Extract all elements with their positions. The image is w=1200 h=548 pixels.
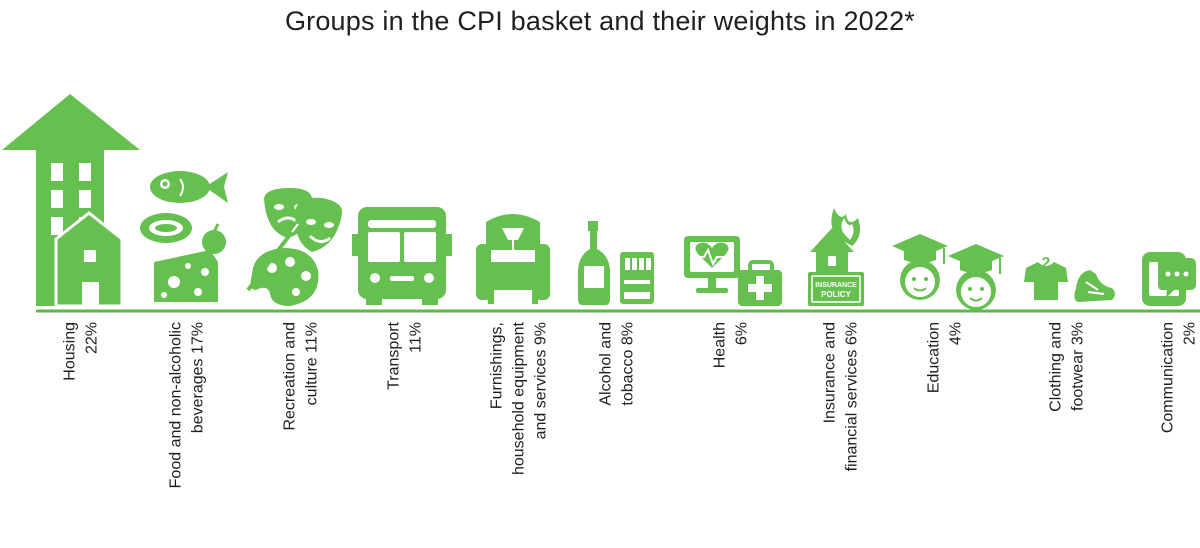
category-label-line: Health <box>712 322 729 368</box>
theatre-masks-palette-icon <box>246 188 343 306</box>
category-label-line: Furnishings, <box>489 322 506 409</box>
mobile-chat-icon <box>1142 252 1196 306</box>
house-tower-icon <box>2 94 140 308</box>
bus-icon <box>352 207 452 305</box>
chart-title: Groups in the CPI basket and their weigh… <box>284 6 916 36</box>
category-label-line: and services 9% <box>533 322 550 439</box>
category-label-line: Communication <box>1160 322 1177 433</box>
category-label-line: Housing <box>62 322 79 381</box>
svg-text:2: 2 <box>1042 255 1051 272</box>
category-label-line: footwear 3% <box>1070 322 1087 411</box>
svg-text:INSURANCE: INSURANCE <box>815 282 857 289</box>
category-label-line: 2% <box>1182 322 1199 345</box>
category-label-line: culture 11% <box>304 322 321 405</box>
category-label-1: Housing 22% <box>62 322 101 381</box>
category-label-line: 6% <box>734 322 751 345</box>
category-label-line: Alcohol and <box>598 322 615 406</box>
category-label-line: Food and non-alcoholic <box>168 322 185 488</box>
graduates-icon <box>892 234 1004 310</box>
armchair-lamp-icon <box>476 214 550 304</box>
category-label-line: Clothing and <box>1048 322 1065 412</box>
category-label-line: 4% <box>948 322 965 345</box>
category-label-5: Furnishings, household equipment and servi… <box>489 321 550 475</box>
category-label-line: household equipment <box>511 321 528 475</box>
category-label-line: Education <box>926 322 943 393</box>
category-label-6: Alcohol and tobacco 8% <box>598 322 637 406</box>
category-label-line: financial services 6% <box>844 322 861 471</box>
category-label-line: Recreation and <box>282 322 299 431</box>
food-fish-meat-cheese-icon <box>140 171 228 302</box>
svg-text:POLICY: POLICY <box>821 290 851 299</box>
category-label-3: Recreation and culture 11% <box>282 322 321 431</box>
category-label-11: Communication 2% <box>1160 322 1199 433</box>
category-label-2: Food and non-alcoholic beverages 17% <box>168 322 207 488</box>
category-label-9: Education 4% <box>926 322 965 393</box>
bottle-cigarettes-icon <box>578 221 654 305</box>
heart-monitor-medkit-icon <box>684 236 782 306</box>
category-label-7: Health 6% <box>712 322 751 368</box>
category-label-line: 22% <box>84 322 101 354</box>
category-label-line: beverages 17% <box>190 322 207 433</box>
category-label-4: Transport 11% <box>386 321 425 389</box>
category-label-8: Insurance and financial services 6% <box>822 322 861 471</box>
clothing-shoe-icon: 2 <box>1024 255 1115 302</box>
category-label-10: Clothing and footwear 3% <box>1048 322 1087 412</box>
category-label-line: 11% <box>408 322 425 353</box>
category-label-line: tobacco 8% <box>620 322 637 406</box>
category-label-line: Insurance and <box>822 322 839 423</box>
category-label-line: Transport <box>386 321 403 389</box>
